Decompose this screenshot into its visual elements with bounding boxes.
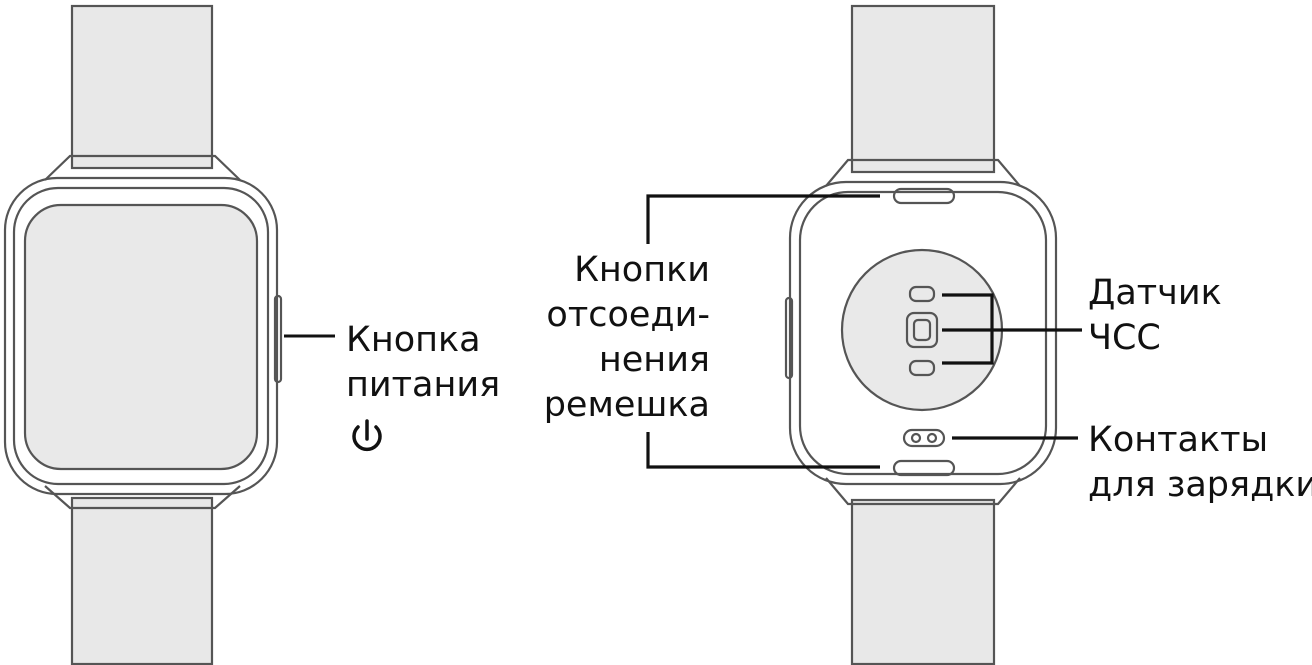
label-strap-release: Кнопки отсоеди- нения ремешка [520,248,710,428]
label-charging-line1: Контакты [1088,420,1269,460]
front-bezel [12,186,270,486]
top-strap-release [892,187,956,205]
label-charging-contacts: Контакты для зарядки [1088,418,1312,508]
sensor-led-bottom [908,359,936,377]
back-top-lug [825,158,1021,187]
label-hr-line1: Датчик [1088,273,1222,313]
back-view [784,4,1058,665]
front-bottom-strap [70,496,214,665]
label-strap-line4: ремешка [543,385,710,425]
strap-release-leader-bottom [646,432,880,469]
back-bottom-lug [825,477,1021,506]
back-top-strap [850,4,996,174]
front-top-strap [70,4,214,170]
sensor-main-inner [912,318,932,342]
power-icon [352,419,382,452]
back-bottom-strap [850,498,996,665]
front-top-lug [44,154,241,181]
label-power-line2: питания [346,365,501,405]
charging-contact-left [910,432,922,444]
sensor-led-top [908,285,936,303]
back-side-button [784,296,794,380]
sensor-main [905,311,939,349]
label-charging-line2: для зарядки [1088,465,1312,505]
charging-contact-right [926,432,938,444]
back-case [788,180,1058,486]
label-strap-line1: Кнопки [574,250,710,290]
front-screen [23,203,259,471]
front-bottom-lug [44,485,241,510]
label-power-button: Кнопка питания [346,318,500,408]
power-button [273,294,283,384]
label-hr-sensor: Датчик ЧСС [1088,271,1222,361]
back-leaders [646,194,1082,469]
front-case [3,176,279,496]
strap-release-leader-top [646,194,880,244]
charging-contacts-shape [902,428,946,448]
label-hr-line2: ЧСС [1088,318,1161,358]
label-strap-line3: нения [598,340,710,380]
bottom-strap-release [892,459,956,477]
label-power-line1: Кнопка [346,320,481,360]
front-view [3,4,283,665]
label-strap-line2: отсоеди- [546,295,710,335]
